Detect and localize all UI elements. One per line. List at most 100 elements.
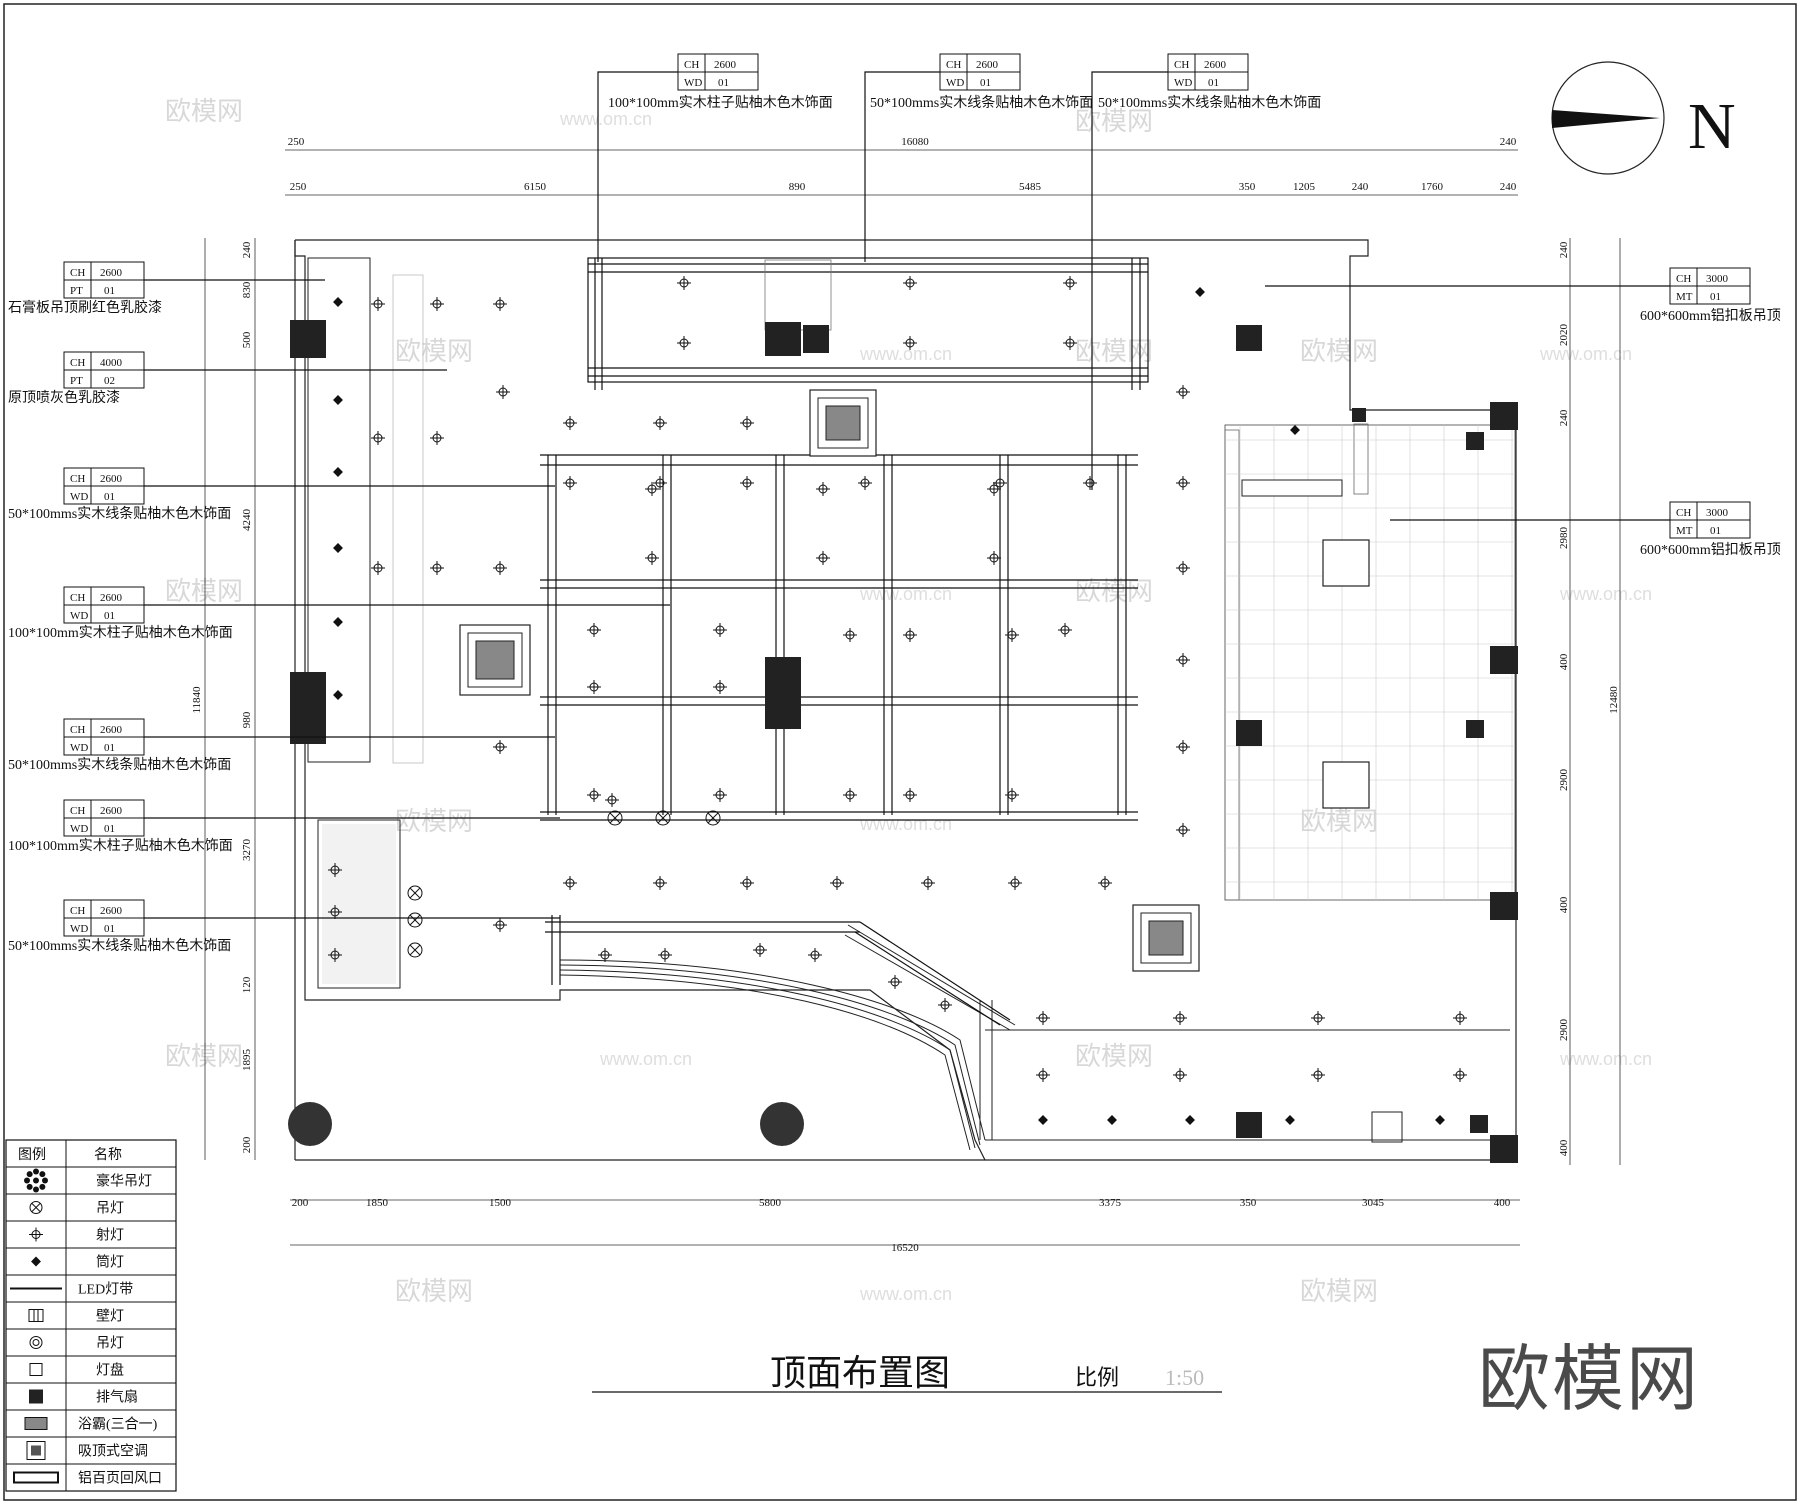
dim-top-detail: 1205 bbox=[1293, 181, 1316, 193]
dim-right-detail: 400 bbox=[1558, 896, 1570, 913]
dim-right-detail: 2020 bbox=[1558, 324, 1570, 347]
spotlight bbox=[987, 482, 1001, 496]
dim-left-detail: 240 bbox=[241, 241, 253, 258]
dim-bottom-detail: 1500 bbox=[489, 1197, 512, 1209]
downlight bbox=[1285, 1115, 1295, 1125]
spotlight bbox=[1098, 876, 1112, 890]
dim-left-detail: 120 bbox=[241, 976, 253, 993]
dim-top-detail: 6150 bbox=[524, 181, 547, 193]
callout-height: 2600 bbox=[100, 592, 123, 604]
spotlight bbox=[903, 788, 917, 802]
dim-left-total: 11840 bbox=[191, 686, 203, 714]
legend-header-name: 名称 bbox=[94, 1147, 122, 1163]
wall-lamp-icon bbox=[28, 1309, 44, 1322]
north-arrow: N bbox=[1551, 61, 1736, 175]
spotlight bbox=[653, 416, 667, 430]
spotlight bbox=[858, 476, 872, 490]
dim-bottom-detail: 5800 bbox=[759, 1197, 782, 1209]
aluminum-grid-lines bbox=[1225, 425, 1515, 900]
callout-height: 2600 bbox=[100, 805, 123, 817]
light-panel-1 bbox=[1322, 539, 1370, 587]
drawing-title: 顶面布置图 bbox=[770, 1353, 950, 1393]
downlight bbox=[1107, 1115, 1117, 1125]
callout-material: 01 bbox=[104, 823, 115, 835]
callout-material: 01 bbox=[104, 610, 115, 622]
callout-code: WD bbox=[70, 823, 88, 835]
main-wood-grid bbox=[540, 454, 1138, 821]
callout-code: CH bbox=[946, 59, 961, 71]
spotlight bbox=[328, 905, 342, 919]
callout-material: 01 bbox=[980, 77, 991, 89]
spotlight bbox=[496, 385, 510, 399]
spotlight bbox=[1176, 561, 1190, 575]
legend-item-name: 射灯 bbox=[96, 1228, 124, 1244]
exhaust-fan-3 bbox=[765, 322, 801, 356]
lights bbox=[328, 276, 1467, 1125]
callout-height: 3000 bbox=[1706, 273, 1729, 285]
callout-code: MT bbox=[1676, 291, 1693, 303]
watermark-text: 欧模网 bbox=[165, 1041, 243, 1071]
callout-code: CH bbox=[1174, 59, 1189, 71]
watermark-text: 欧模网 bbox=[1300, 1276, 1378, 1306]
spotlight bbox=[587, 623, 601, 637]
spotlight bbox=[1005, 628, 1019, 642]
callout-code: WD bbox=[684, 77, 702, 89]
callout-height: 4000 bbox=[100, 357, 123, 369]
spotlight bbox=[903, 628, 917, 642]
column-block bbox=[1236, 1112, 1262, 1138]
callout-text: 100*100mm实木柱子贴柚木色木饰面 bbox=[8, 837, 233, 854]
spotlight-icon bbox=[29, 1227, 43, 1242]
callout-material: 01 bbox=[718, 77, 729, 89]
downlight bbox=[333, 297, 343, 307]
watermark-text: 欧模网 bbox=[395, 336, 473, 366]
dim-bottom-detail: 350 bbox=[1240, 1197, 1257, 1209]
spotlight bbox=[1008, 876, 1022, 890]
column-block bbox=[1466, 720, 1484, 738]
dim-left-detail: 3270 bbox=[241, 839, 253, 862]
legend-item-name: 筒灯 bbox=[96, 1254, 124, 1271]
legend-header-symbol: 图例 bbox=[18, 1147, 46, 1163]
spotlight bbox=[843, 628, 857, 642]
pendant-circle-icon bbox=[29, 1336, 43, 1349]
watermark-text: 欧模网 bbox=[395, 806, 473, 836]
callout-code: WD bbox=[1174, 77, 1192, 89]
callout-code: CH bbox=[1676, 507, 1691, 519]
watermark-url: www.om.cn bbox=[859, 1284, 952, 1304]
watermark-text: 欧模网 bbox=[1075, 336, 1153, 366]
spotlight bbox=[371, 431, 385, 445]
brick-column-top bbox=[764, 259, 832, 331]
spotlight bbox=[753, 943, 767, 957]
top-wood-frame bbox=[587, 257, 1149, 390]
spotlight bbox=[1063, 336, 1077, 350]
dim-top-total: 16080 bbox=[901, 136, 929, 148]
callout-code: CH bbox=[70, 724, 85, 736]
dim-right-detail: 400 bbox=[1558, 653, 1570, 670]
callout-text: 100*100mm实木柱子贴柚木色木饰面 bbox=[8, 624, 233, 641]
spotlight bbox=[598, 948, 612, 962]
downlight-icon bbox=[31, 1256, 41, 1267]
callout-height: 2600 bbox=[1204, 59, 1227, 71]
legend-item-name: 豪华吊灯 bbox=[96, 1174, 152, 1190]
spotlight bbox=[563, 476, 577, 490]
column-block bbox=[1490, 646, 1518, 674]
callout-text: 50*100mms实木线条贴柚木色木饰面 bbox=[8, 505, 231, 522]
dim-top-detail: 890 bbox=[789, 181, 806, 193]
central-column bbox=[765, 657, 801, 729]
pendant-light bbox=[407, 885, 423, 901]
dim-left-detail: 830 bbox=[241, 281, 253, 298]
callout-code: CH bbox=[684, 59, 699, 71]
spotlight bbox=[1058, 623, 1072, 637]
callout-code: CH bbox=[70, 805, 85, 817]
column-block bbox=[1490, 402, 1518, 430]
watermark-text: 欧模网 bbox=[1300, 806, 1378, 836]
spotlight bbox=[653, 476, 667, 490]
title-block: 顶面布置图 比例 1:50 bbox=[592, 1353, 1222, 1393]
downlight bbox=[333, 467, 343, 477]
light-panel-icon bbox=[29, 1363, 43, 1376]
spotlight bbox=[938, 998, 952, 1012]
callout-material: 01 bbox=[1710, 525, 1721, 537]
